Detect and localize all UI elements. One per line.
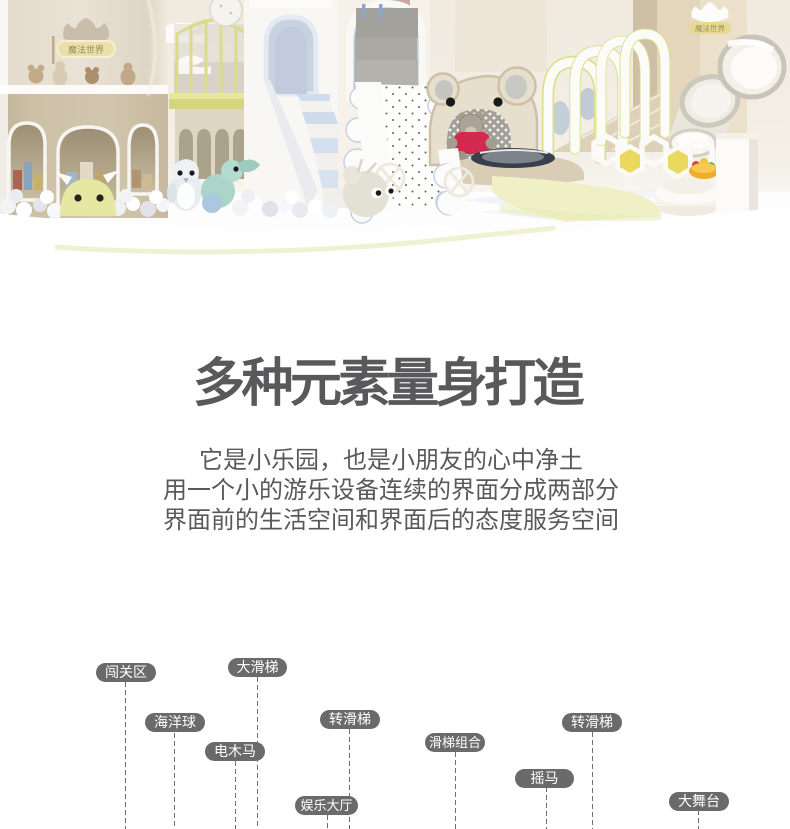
svg-text:魔法世界: 魔法世界 [695, 23, 725, 33]
svg-text:魔法世界: 魔法世界 [68, 44, 104, 55]
